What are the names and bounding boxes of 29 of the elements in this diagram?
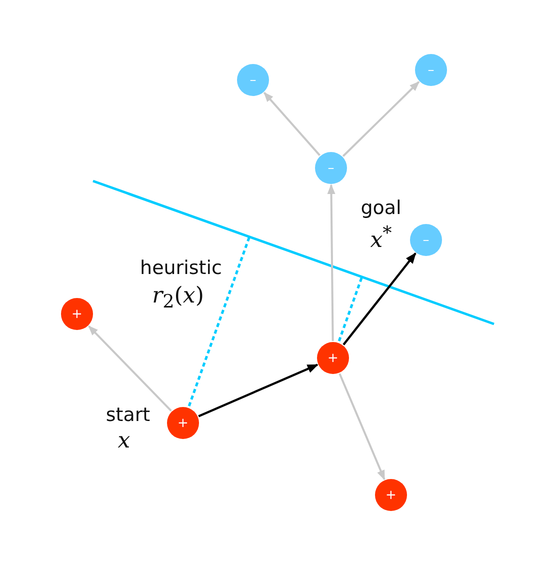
math-label: x$^{*}$ [370,222,392,254]
arrow [198,364,318,418]
arrow [88,325,172,412]
node-circle [61,298,93,330]
sign-label: + [386,488,396,502]
sign-label: – [428,64,434,76]
node-label: start [106,404,150,426]
arrow [327,184,336,341]
node-label: goal [360,197,402,219]
sign-label: + [72,308,82,320]
math-label: x [118,428,130,454]
sign-label: – [250,74,256,86]
text-label: heuristic [140,257,222,279]
node-circle [167,407,199,439]
sign-label: + [178,416,188,430]
node-circle [237,64,269,96]
node-circle [415,54,447,86]
arrow [342,81,420,157]
node-circle [375,479,407,511]
arrow [338,373,386,480]
arrow [342,252,416,346]
node-circle [410,224,442,256]
sign-label: – [422,234,430,246]
arrow [264,92,320,156]
sign-label: – [328,162,334,174]
node-circle [315,152,347,184]
math-label: r$_{2}$(x) [152,283,204,313]
node-circle [317,342,349,374]
sign-label: + [328,352,338,364]
